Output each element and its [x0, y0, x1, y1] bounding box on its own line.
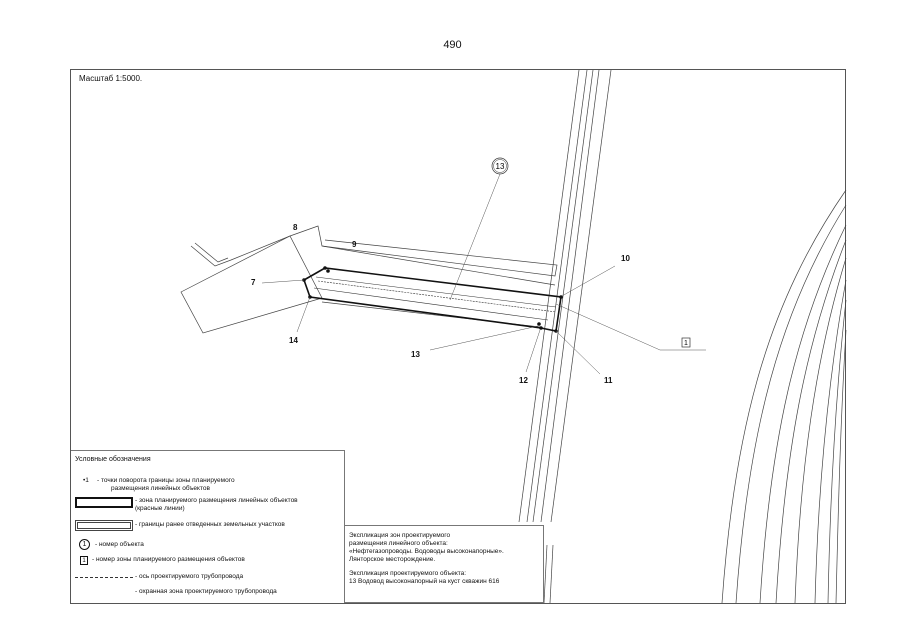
point-label-11: 11 [604, 376, 613, 385]
legend-item-protection-zone: - охранная зона проектируемого трубопров… [135, 588, 277, 595]
leader-lines [261, 173, 706, 375]
planned-zone [303, 267, 562, 332]
point-label-8: 8 [293, 223, 298, 232]
explication-line-2: размещения линейного объекта: [349, 540, 448, 547]
object-callout-circle [491, 157, 509, 175]
allotted-parcels [180, 225, 558, 334]
explication-line-7: 13 Водовод высоконапорный на куст скважи… [349, 578, 500, 585]
legend-symbol-zone-number: 1 [80, 556, 88, 565]
legend-item-turning-points: - точки поворота границы зоны планируемо… [97, 477, 235, 492]
explication-line-4: Лянторское месторождение. [349, 556, 436, 563]
explication-line-6: Экспликация проектируемого объекта: [349, 570, 467, 577]
scale-label: Масштаб 1:5000. [79, 74, 143, 83]
point-label-10: 10 [621, 254, 630, 263]
point-label-9: 9 [352, 240, 357, 249]
turning-points [302, 266, 563, 333]
pipeline [313, 276, 557, 321]
zone-callout-label: 1 [684, 340, 688, 347]
legend-panel: Условные обозначения •1 - точки поворота… [71, 450, 345, 603]
legend-title: Условные обозначения [75, 456, 151, 463]
point-label-13: 13 [411, 350, 420, 359]
explication-line-3: «Нефтегазопроводы. Водоводы высоконапорн… [349, 548, 504, 555]
legend-item-allotted-parcels: - границы ранее отведенных земельных уча… [135, 521, 285, 528]
point-label-14: 14 [289, 336, 298, 345]
right-roads [721, 189, 847, 604]
legend-symbol-planned-zone [75, 497, 133, 508]
legend-symbol-protection-zone [75, 592, 133, 593]
object-callout-label: 13 [496, 162, 505, 171]
zone-callout-box [681, 337, 691, 348]
explication-line-1: Экспликация зон проектируемого [349, 532, 451, 539]
road-corridor [518, 69, 612, 604]
legend-symbol-object-number: 1 [79, 539, 90, 550]
legend-item-zone-number: - номер зоны планируемого размещения объ… [92, 556, 245, 563]
legend-symbol-pipeline-axis [75, 577, 133, 578]
page-number: 490 [443, 39, 462, 51]
legend-item-pipeline-axis: - ось проектируемого трубопровода [135, 573, 244, 580]
explication-panel: Экспликация зон проектируемого размещени… [344, 525, 544, 603]
legend-item-planned-zone: - зона планируемого размещения линейных … [135, 497, 298, 512]
legend-item-object-number: - номер объекта [95, 541, 144, 548]
legend-symbol-allotted-parcels [75, 520, 133, 531]
legend-symbol-turning-point: •1 [83, 477, 89, 484]
point-label-7: 7 [251, 278, 256, 287]
point-label-12: 12 [519, 376, 528, 385]
